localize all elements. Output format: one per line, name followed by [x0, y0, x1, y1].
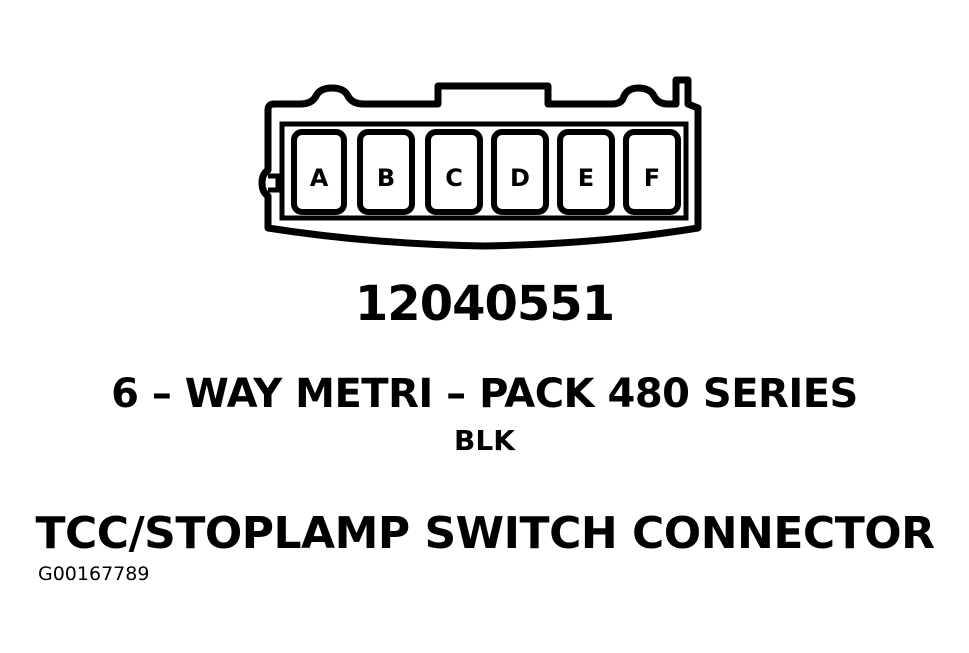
connector-title: TCC/STOPLAMP SWITCH CONNECTOR: [35, 508, 936, 559]
pin-label-b: B: [377, 164, 395, 192]
pin-label-c: C: [445, 164, 463, 192]
connector-color: BLK: [454, 424, 515, 457]
pin-label-a: A: [310, 164, 329, 192]
pin-label-d: D: [510, 164, 530, 192]
pin-cavity-c: [425, 129, 483, 215]
connector-series: 6 – WAY METRI – PACK 480 SERIES: [111, 371, 858, 417]
pin-label-e: E: [578, 164, 594, 192]
pin-cavity-b: [357, 129, 415, 215]
pin-cavity-d: [491, 129, 549, 215]
figure-id: G00167789: [38, 563, 150, 585]
pin-cavity-a: [291, 129, 347, 215]
pin-label-f: F: [644, 164, 660, 192]
connector-latch: [268, 173, 281, 193]
pin-cavity-f: [623, 129, 681, 215]
pin-cavities: [291, 129, 681, 215]
connector-inner-wall: [279, 121, 689, 221]
pin-cavity-e: [557, 129, 615, 215]
part-number: 12040551: [354, 276, 615, 332]
connector-housing: [258, 76, 702, 250]
connector-face-diagram: A B C D E F: [258, 76, 702, 250]
